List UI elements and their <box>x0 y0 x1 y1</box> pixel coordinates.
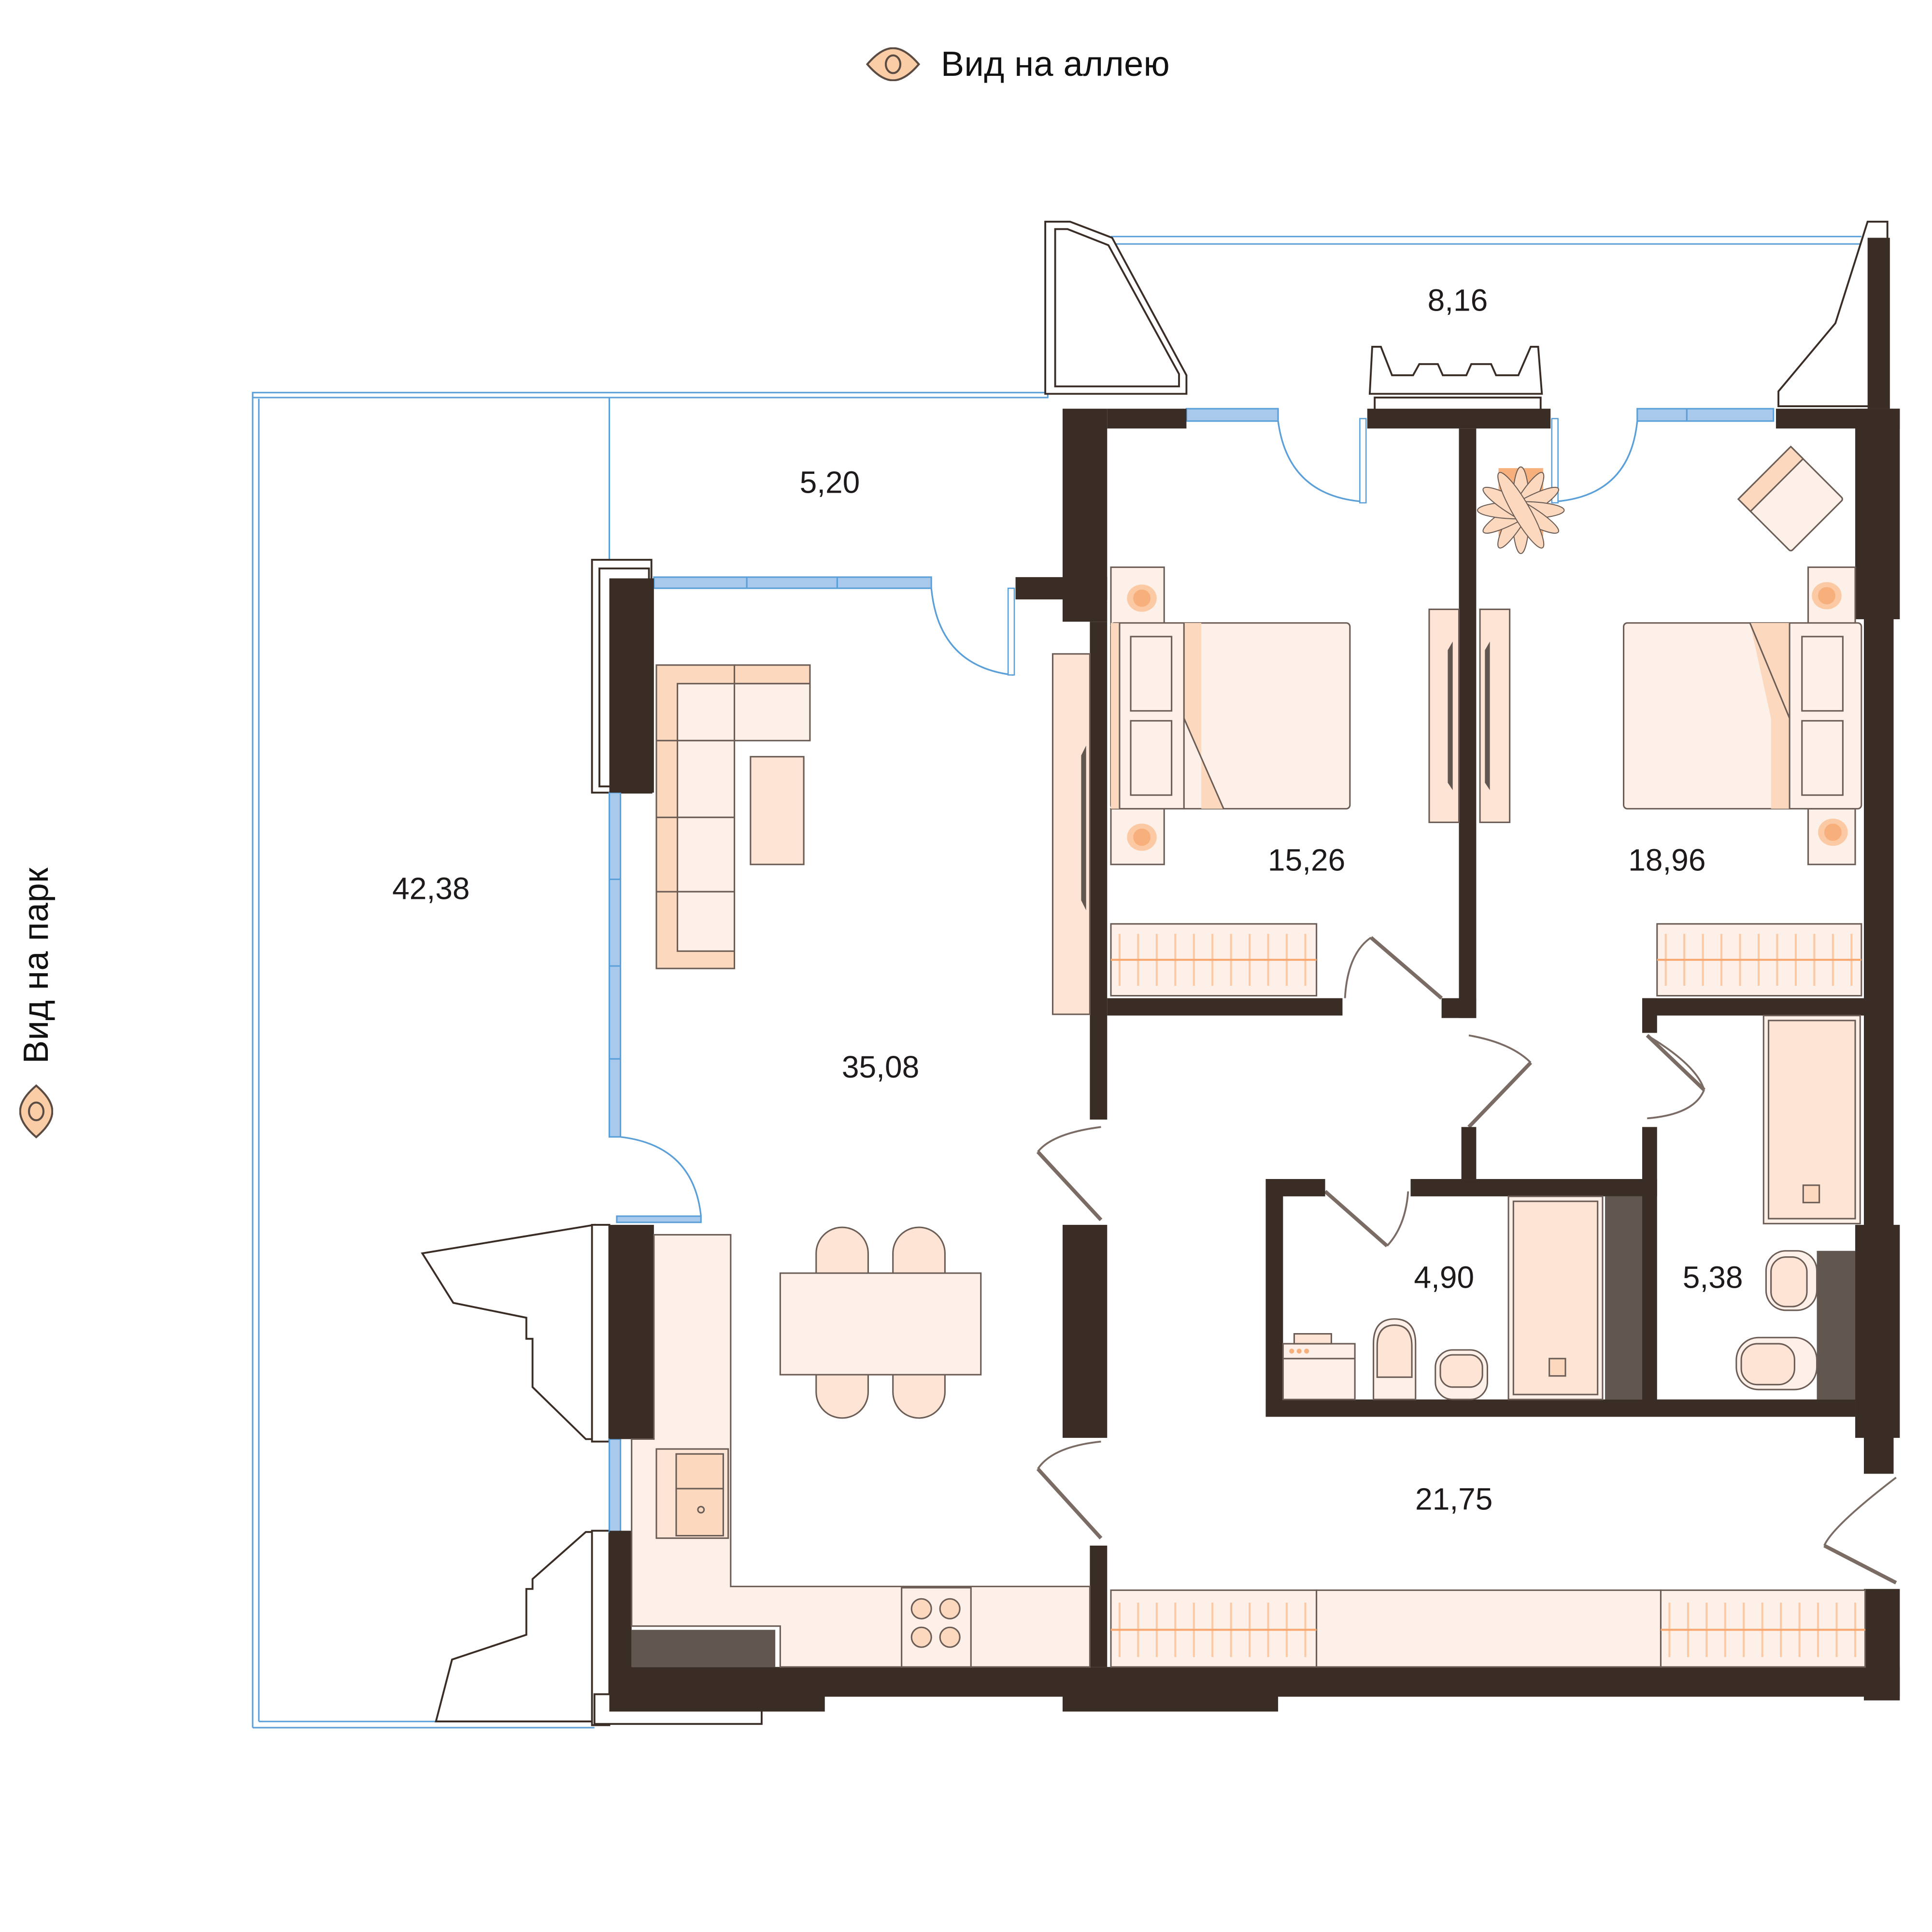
room-area-terrace: 42,38 <box>392 871 469 906</box>
room-area-balcony-top: 8,16 <box>1428 283 1488 318</box>
terrace <box>252 392 1049 1729</box>
eye-icon <box>866 47 921 81</box>
doors <box>620 418 1897 1585</box>
kitchen-dining <box>631 1226 1091 1668</box>
hallway-wardrobe <box>1110 1589 1866 1668</box>
room-area-living-kitchen: 35,08 <box>842 1050 919 1084</box>
view-label-alley: Вид на аллею <box>865 38 1170 91</box>
room-area-balcony-living: 5,20 <box>800 465 860 500</box>
view-label-alley-text: Вид на аллею <box>941 45 1170 84</box>
plant-icon <box>1477 466 1565 554</box>
balcony-top <box>1044 221 1890 411</box>
room-area-hallway: 21,75 <box>1415 1482 1492 1517</box>
wardrobe-rails-1 <box>1111 934 1317 986</box>
view-label-park: Вид на парк <box>10 867 63 1140</box>
bedroom-1-furniture <box>1110 566 1460 997</box>
room-area-bedroom-2: 18,96 <box>1628 843 1705 878</box>
bathroom-2-fixtures <box>1735 1015 1861 1391</box>
room-area-bedroom-1: 15,26 <box>1268 843 1345 878</box>
bedroom-2-furniture <box>1477 445 1862 997</box>
room-area-bathroom-1: 4,90 <box>1414 1260 1474 1295</box>
room-labels: 42,38 5,20 8,16 35,08 15,26 18,96 4,90 5… <box>392 283 1743 1517</box>
wardrobe-rails-2 <box>1657 934 1861 986</box>
room-area-bathroom-2: 5,38 <box>1683 1260 1743 1295</box>
walls <box>609 409 1900 1712</box>
bathroom-1-fixtures <box>1282 1195 1604 1400</box>
living-furniture <box>655 653 1091 1015</box>
eye-icon <box>19 1084 53 1139</box>
